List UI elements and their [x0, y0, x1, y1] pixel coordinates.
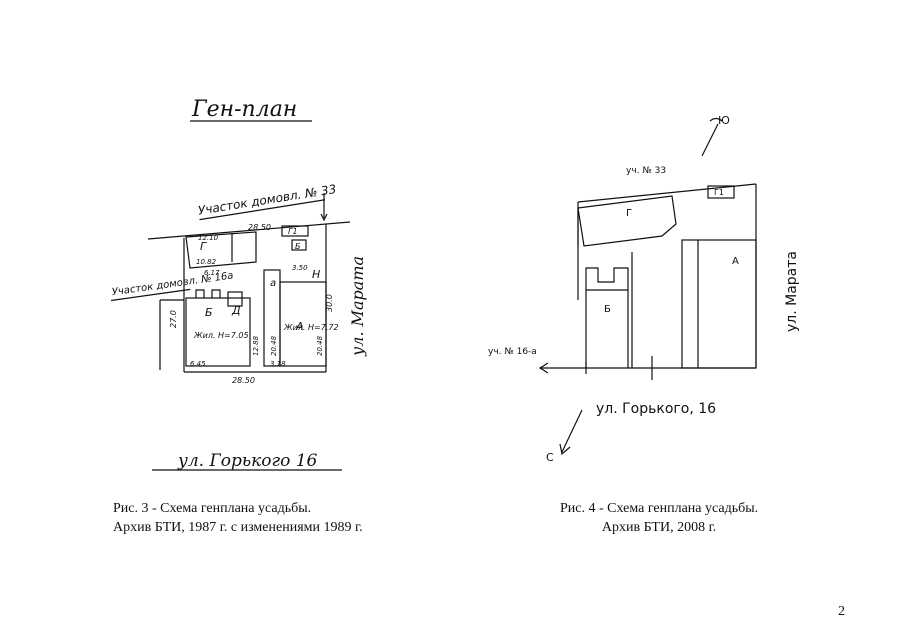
plan-1987-letter-b: Б — [205, 306, 213, 319]
dim-bottom-left: 6.45 — [190, 360, 206, 368]
plan-2008-neighbor-west: уч. № 16-а — [488, 347, 537, 357]
plan-2008-letter-g1: Г1 — [714, 188, 724, 197]
plan-2008-building-g1 — [707, 185, 735, 199]
dim-b-vertical: 12.88 — [252, 335, 260, 356]
dim-annex-vertical: 20.48 — [270, 335, 278, 356]
plan-2008-building-a — [681, 239, 757, 369]
dim-g-bottom: 10.82 — [196, 258, 217, 266]
caption-right: Рис. 4 - Схема генплана усадьбы. Архив Б… — [560, 499, 758, 537]
plan-1987-building-annex — [263, 269, 281, 367]
page-number: 2 — [838, 604, 845, 619]
plan-1987-title: Ген-план — [191, 97, 297, 122]
plan-1987-letter-g: Г — [200, 240, 207, 253]
plan-2008-letter-b: Б — [604, 304, 611, 315]
north-marker-arrow — [320, 213, 328, 222]
dim-left-vertical: 27.0 — [169, 310, 178, 328]
compass-north-arc — [709, 117, 723, 122]
plan-1987-letter-a-small: а — [270, 278, 276, 289]
dim-right-vertical: 30.0 — [325, 294, 334, 312]
plan-2008-street-south: ул. Горького, 16 — [596, 401, 716, 417]
plan-1987-area-b: Жил. Н=7.05 — [193, 331, 249, 340]
plan-2008-letter-g: Г — [626, 208, 632, 219]
dim-g-lower: 6.17 — [204, 269, 220, 277]
plan-1987-letter-a: А — [295, 320, 304, 333]
compass-south-arrowhead — [559, 443, 571, 456]
plan-1987-building-g — [185, 231, 257, 269]
caption-left-line1: Рис. 3 - Схема генплана усадьбы. — [113, 501, 312, 516]
compass-north-arrow — [701, 123, 719, 157]
plan-2008-building-g — [577, 195, 677, 247]
building-b-notch-2 — [211, 289, 221, 298]
plan-1987-area-a: Жил. Н=7.72 — [283, 323, 339, 332]
caption-right-line2: Архив БТИ, 2008 г. — [601, 520, 717, 535]
dim-a-vertical: 20.48 — [316, 335, 324, 356]
plan-1987-porch — [227, 291, 243, 307]
plan-2008-compass-north: Ю — [718, 114, 730, 127]
plan-2008-building-b — [585, 267, 629, 368]
plan-2008-street-east: ул. Марата — [784, 251, 800, 332]
dim-bottom: 28.50 — [232, 376, 255, 385]
plan-1987-building-b-top — [291, 239, 307, 251]
building-b-notch — [195, 289, 205, 298]
dim-right-top: 3.50 — [292, 264, 308, 272]
compass-south-arrow — [561, 409, 583, 453]
plan-2008-compass-south: С — [546, 451, 554, 464]
plan-2008-neighbor-north: уч. № 33 — [626, 166, 666, 176]
plan-1987-building-g1 — [281, 225, 309, 237]
plan-1987-building-b — [185, 297, 251, 367]
neighbor-north-underline — [199, 199, 326, 221]
neighbor-west-underline — [111, 288, 191, 302]
dim-top: 28.50 — [248, 223, 271, 232]
plan-2008-lot-top — [577, 183, 757, 203]
plan-1987-letter-n: Н — [312, 268, 320, 281]
plan-1987-letter-d: Д — [231, 304, 241, 317]
lot-top-boundary — [147, 221, 351, 240]
dim-top-left: 12.10 — [198, 234, 219, 242]
plan-1987-street-east: ул. Марата — [348, 256, 367, 357]
plan-2008-street-arrow — [538, 362, 549, 374]
plan-1987-street-south: ул. Горького 16 — [177, 451, 318, 471]
caption-right-line1: Рис. 4 - Схема генплана усадьбы. — [560, 501, 759, 516]
plan-1987-letter-b-top: Б — [295, 242, 301, 251]
dim-bottom-mid: 3.18 — [270, 360, 286, 368]
caption-left: Рис. 3 - Схема генплана усадьбы. Архив Б… — [113, 499, 363, 537]
plan-2008-letter-a: А — [732, 256, 739, 267]
caption-left-line2: Архив БТИ, 1987 г. с изменениями 1989 г. — [113, 520, 363, 535]
plan-1987-letter-g1: Г1 — [288, 227, 298, 236]
